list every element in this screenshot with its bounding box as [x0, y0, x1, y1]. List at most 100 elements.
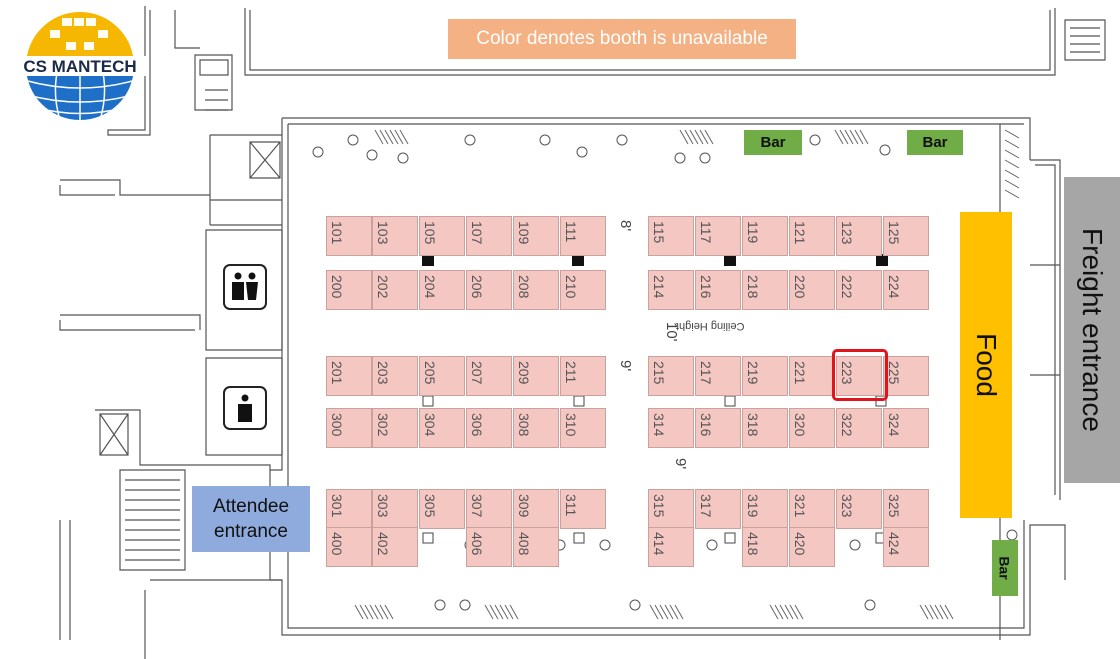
booth-number: 318 [745, 413, 761, 437]
booth-301[interactable]: 301 [326, 489, 372, 529]
booth-322[interactable]: 322 [836, 408, 882, 448]
booth-311[interactable]: 311 [560, 489, 606, 529]
booth-201[interactable]: 201 [326, 356, 372, 396]
booth-number: 307 [469, 494, 485, 518]
svg-text:CS MANTECH: CS MANTECH [23, 57, 136, 76]
booth-321[interactable]: 321 [789, 489, 835, 529]
booth-218[interactable]: 218 [742, 270, 788, 310]
booth-424[interactable]: 424 [883, 527, 929, 567]
booth-202[interactable]: 202 [372, 270, 418, 310]
booth-121[interactable]: 121 [789, 216, 835, 256]
booth-number: 321 [792, 494, 808, 518]
booth-number: 219 [745, 361, 761, 385]
booth-number: 218 [745, 275, 761, 299]
booth-208[interactable]: 208 [513, 270, 559, 310]
booth-125[interactable]: 125 [883, 216, 929, 256]
booth-number: 302 [375, 413, 391, 437]
booth-219[interactable]: 219 [742, 356, 788, 396]
booth-406[interactable]: 406 [466, 527, 512, 567]
booth-215[interactable]: 215 [648, 356, 694, 396]
booth-number: 216 [698, 275, 714, 299]
booth-309[interactable]: 309 [513, 489, 559, 529]
booth-221[interactable]: 221 [789, 356, 835, 396]
booth-107[interactable]: 107 [466, 216, 512, 256]
booth-222[interactable]: 222 [836, 270, 882, 310]
booth-number: 325 [886, 494, 902, 518]
booth-315[interactable]: 315 [648, 489, 694, 529]
booth-number: 222 [839, 275, 855, 299]
ceiling-height-note: 9' [672, 458, 689, 470]
booth-119[interactable]: 119 [742, 216, 788, 256]
booth-319[interactable]: 319 [742, 489, 788, 529]
booth-115[interactable]: 115 [648, 216, 694, 256]
bar-label: Bar [744, 130, 802, 155]
booth-123[interactable]: 123 [836, 216, 882, 256]
booth-216[interactable]: 216 [695, 270, 741, 310]
booth-number: 220 [792, 275, 808, 299]
booth-324[interactable]: 324 [883, 408, 929, 448]
booth-314[interactable]: 314 [648, 408, 694, 448]
booth-307[interactable]: 307 [466, 489, 512, 529]
booth-304[interactable]: 304 [419, 408, 465, 448]
booth-number: 301 [329, 494, 345, 518]
booth-number: 107 [469, 221, 485, 245]
booth-320[interactable]: 320 [789, 408, 835, 448]
booth-204[interactable]: 204 [419, 270, 465, 310]
booth-number: 324 [886, 413, 902, 437]
booth-103[interactable]: 103 [372, 216, 418, 256]
booth-418[interactable]: 418 [742, 527, 788, 567]
booth-318[interactable]: 318 [742, 408, 788, 448]
booth-number: 303 [375, 494, 391, 518]
booth-310[interactable]: 310 [560, 408, 606, 448]
booth-number: 202 [375, 275, 391, 299]
booth-300[interactable]: 300 [326, 408, 372, 448]
booth-105[interactable]: 105 [419, 216, 465, 256]
booth-101[interactable]: 101 [326, 216, 372, 256]
booth-303[interactable]: 303 [372, 489, 418, 529]
booth-205[interactable]: 205 [419, 356, 465, 396]
booth-number: 316 [698, 413, 714, 437]
booth-117[interactable]: 117 [695, 216, 741, 256]
booth-302[interactable]: 302 [372, 408, 418, 448]
booth-420[interactable]: 420 [789, 527, 835, 567]
booth-223[interactable]: 223 [836, 356, 882, 396]
booth-209[interactable]: 209 [513, 356, 559, 396]
booth-109[interactable]: 109 [513, 216, 559, 256]
booth-number: 200 [329, 275, 345, 299]
booth-number: 304 [422, 413, 438, 437]
booth-402[interactable]: 402 [372, 527, 418, 567]
booth-323[interactable]: 323 [836, 489, 882, 529]
booth-414[interactable]: 414 [648, 527, 694, 567]
booth-number: 225 [886, 361, 902, 385]
booth-217[interactable]: 217 [695, 356, 741, 396]
booth-317[interactable]: 317 [695, 489, 741, 529]
booth-number: 323 [839, 494, 855, 518]
booth-308[interactable]: 308 [513, 408, 559, 448]
booth-number: 308 [516, 413, 532, 437]
booth-225[interactable]: 225 [883, 356, 929, 396]
booth-206[interactable]: 206 [466, 270, 512, 310]
booth-number: 119 [745, 221, 761, 244]
booth-111[interactable]: 111 [560, 216, 606, 256]
booth-number: 117 [698, 221, 714, 244]
booth-210[interactable]: 210 [560, 270, 606, 310]
booth-316[interactable]: 316 [695, 408, 741, 448]
booth-214[interactable]: 214 [648, 270, 694, 310]
booth-400[interactable]: 400 [326, 527, 372, 567]
booth-number: 214 [651, 275, 667, 299]
booth-203[interactable]: 203 [372, 356, 418, 396]
booth-number: 420 [792, 532, 808, 556]
booth-200[interactable]: 200 [326, 270, 372, 310]
booth-number: 305 [422, 494, 438, 518]
booth-224[interactable]: 224 [883, 270, 929, 310]
booth-220[interactable]: 220 [789, 270, 835, 310]
booth-211[interactable]: 211 [560, 356, 606, 396]
booth-305[interactable]: 305 [419, 489, 465, 529]
booth-306[interactable]: 306 [466, 408, 512, 448]
booth-number: 314 [651, 413, 667, 437]
booth-number: 111 [563, 221, 579, 243]
booth-number: 221 [792, 361, 808, 385]
booth-207[interactable]: 207 [466, 356, 512, 396]
booth-408[interactable]: 408 [513, 527, 559, 567]
booth-325[interactable]: 325 [883, 489, 929, 529]
